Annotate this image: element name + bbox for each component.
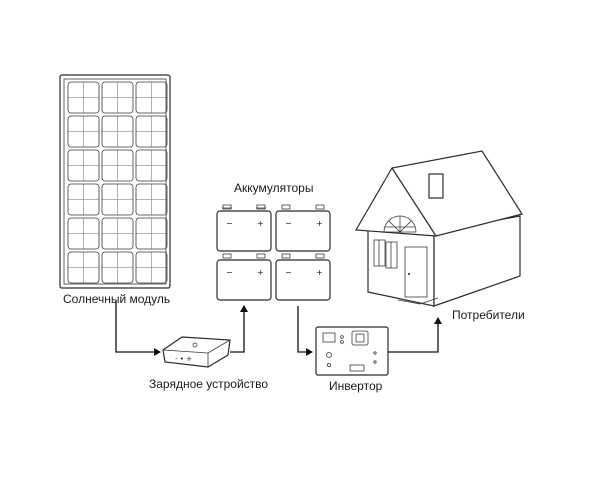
arrow-charger-to-batteries bbox=[230, 305, 248, 353]
battery-1: −+ bbox=[216, 204, 272, 252]
svg-text:+: + bbox=[316, 219, 323, 228]
svg-text:−: − bbox=[226, 219, 233, 228]
consumers-label: Потребители bbox=[452, 308, 525, 322]
battery-2: −+ bbox=[275, 204, 331, 252]
battery-3: −+ bbox=[216, 253, 272, 301]
house bbox=[355, 150, 523, 307]
charger-label: Зарядное устройство bbox=[149, 377, 269, 391]
flow-arrows bbox=[115, 300, 442, 356]
battery-bank: −+ −+ −+ −+ bbox=[216, 204, 331, 301]
arrow-inverter-to-house bbox=[388, 317, 442, 353]
svg-text:+: + bbox=[257, 219, 264, 228]
svg-text:- • +: - • + bbox=[175, 355, 192, 363]
solar-panel bbox=[59, 74, 171, 289]
svg-text:−: − bbox=[285, 268, 292, 277]
inverter-label: Инвертор bbox=[329, 379, 383, 393]
batteries-label: Аккумуляторы bbox=[234, 181, 314, 195]
inverter-device bbox=[315, 326, 389, 376]
svg-text:+: + bbox=[316, 268, 323, 277]
arrow-panel-to-charger bbox=[115, 300, 161, 356]
svg-text:−: − bbox=[285, 219, 292, 228]
solar-module-label: Солнечный модуль bbox=[63, 292, 171, 306]
charger-device: - • + bbox=[162, 336, 231, 368]
svg-text:−: − bbox=[226, 268, 233, 277]
arrow-batteries-to-inverter bbox=[297, 306, 313, 356]
battery-4: −+ bbox=[275, 253, 331, 301]
svg-text:+: + bbox=[257, 268, 264, 277]
